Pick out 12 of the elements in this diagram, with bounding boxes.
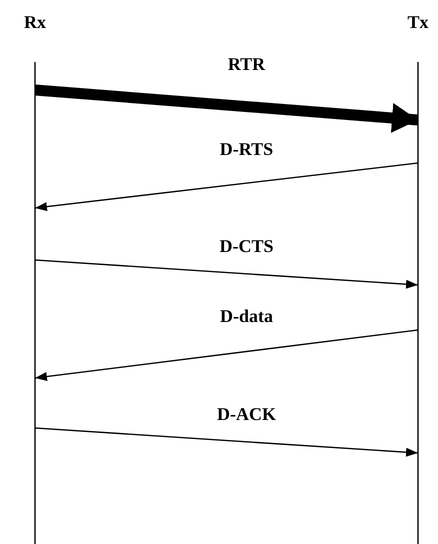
message-label: RTR [228,54,266,75]
message-label: D-data [220,306,273,327]
message-label: D-RTS [220,139,274,160]
participant-label: Tx [407,12,428,32]
arrow [34,84,418,133]
arrow [34,259,418,289]
participant-label: Rx [24,12,46,32]
arrow [34,427,418,457]
arrow [34,329,418,381]
arrow [34,162,418,212]
message-label: D-ACK [217,404,276,425]
message-label: D-CTS [220,236,274,257]
